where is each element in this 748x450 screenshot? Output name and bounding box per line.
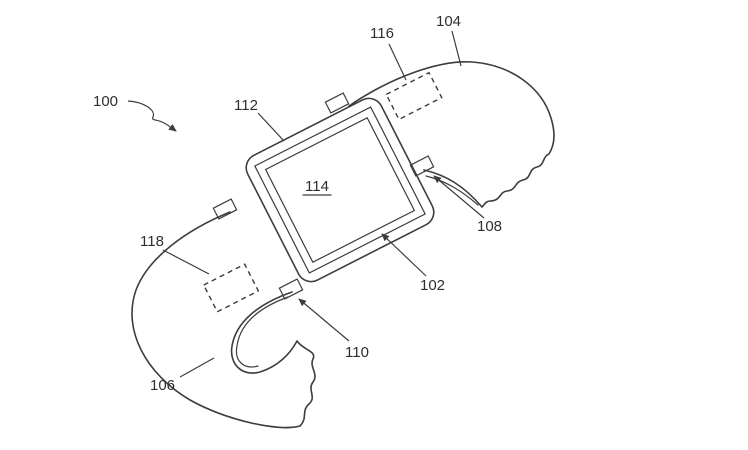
ref-label-114: 114 (305, 178, 329, 195)
ref-label-106: 106 (150, 377, 175, 394)
band-upper-outline (348, 61, 555, 208)
ref-label-110: 110 (345, 344, 369, 361)
leader-line-116 (388, 43, 407, 81)
ref-label-118: 118 (140, 233, 164, 250)
leader-line-106 (179, 357, 215, 378)
band-lower-thickness-line (235, 296, 289, 368)
ref-label-116: 116 (370, 25, 394, 42)
hidden-component-116 (385, 71, 443, 121)
watch-body-outline (245, 97, 435, 283)
watch-display-outline (264, 116, 416, 264)
leader-line-104 (451, 30, 462, 67)
leader-line-112 (257, 112, 285, 142)
lug-bottom (278, 278, 304, 300)
ref-label-100: 100 (93, 93, 118, 110)
leader-line-108 (433, 175, 485, 219)
arrow-100 (127, 100, 177, 132)
ref-label-112: 112 (234, 97, 258, 114)
hidden-component-118 (202, 263, 260, 313)
lug-left (212, 198, 238, 220)
leader-line-102 (381, 233, 427, 277)
ref-label-108: 108 (477, 218, 502, 235)
lug-right (409, 155, 435, 177)
ref-label-104: 104 (436, 13, 461, 30)
ref-label-102: 102 (420, 277, 445, 294)
band-upper-thickness-line (425, 175, 479, 206)
leader-line-118 (162, 249, 210, 275)
band-lower-outline (131, 211, 316, 429)
leader-line-110 (298, 298, 350, 342)
watch-bezel-outline (254, 106, 426, 274)
lug-top (324, 92, 350, 114)
